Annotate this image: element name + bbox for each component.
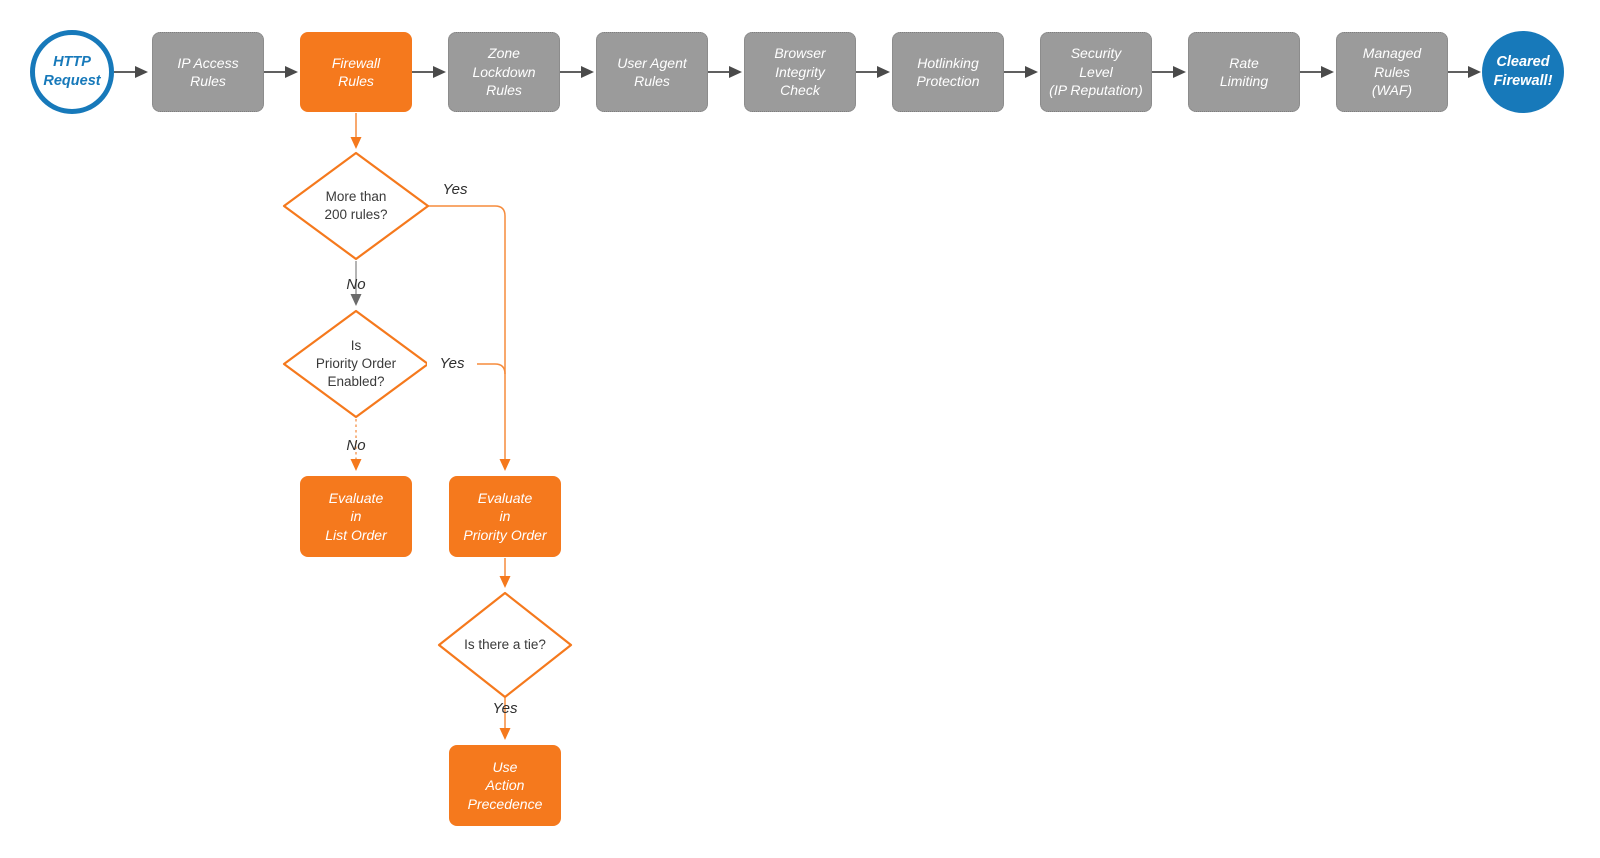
action-evaluate-in-list-order: Evaluate in List Order xyxy=(300,476,412,557)
edge-label-d1-yes: Yes xyxy=(442,180,468,198)
stage-label: Browser Integrity Check xyxy=(774,45,826,99)
action-label: Evaluate in List Order xyxy=(325,489,387,543)
stage-user-agent-rules: User Agent Rules xyxy=(596,32,708,112)
stage-firewall-rules: Firewall Rules xyxy=(300,32,412,112)
decision-more-than-200-rules: More than 200 rules? xyxy=(284,178,428,234)
node-cleared-firewall-label: Cleared Firewall! xyxy=(1493,53,1553,89)
stage-label: User Agent Rules xyxy=(617,54,687,89)
node-http-request-label: HTTP Request xyxy=(43,53,101,89)
stage-label: Managed Rules (WAF) xyxy=(1362,45,1422,99)
action-evaluate-in-priority-order: Evaluate in Priority Order xyxy=(449,476,561,557)
action-label: Evaluate in Priority Order xyxy=(463,489,547,543)
decision-label-text: More than 200 rules? xyxy=(324,188,388,222)
decision-label-text: Is Priority Order Enabled? xyxy=(315,337,397,390)
node-http-request: HTTP Request xyxy=(30,30,114,114)
stage-hotlinking-protection: Hotlinking Protection xyxy=(892,32,1004,112)
stage-zone-lockdown-rules: Zone Lockdown Rules xyxy=(448,32,560,112)
action-use-action-precedence: Use Action Precedence xyxy=(449,745,561,826)
edge-label-d2-yes: Yes xyxy=(427,353,477,373)
stage-label: Security Level (IP Reputation) xyxy=(1049,45,1143,99)
action-label: Use Action Precedence xyxy=(467,758,543,812)
stage-rate-limiting: Rate Limiting xyxy=(1188,32,1300,112)
node-cleared-firewall: Cleared Firewall! xyxy=(1482,31,1564,113)
stage-label: Firewall Rules xyxy=(331,54,381,89)
stage-browser-integrity-check: Browser Integrity Check xyxy=(744,32,856,112)
edge-label-d1-no: No xyxy=(346,275,366,293)
stage-label: Hotlinking Protection xyxy=(916,54,980,89)
decision-label-text: Is there a tie? xyxy=(464,636,546,652)
edge-label-d2-no: No xyxy=(346,436,366,454)
decision-is-there-a-tie: Is there a tie? xyxy=(439,631,571,659)
stage-label: Zone Lockdown Rules xyxy=(472,45,536,99)
stage-ip-access-rules: IP Access Rules xyxy=(152,32,264,112)
edge-label-d3-yes: Yes xyxy=(492,699,518,717)
edge-d1-yes xyxy=(428,205,511,471)
stage-managed-rules-waf: Managed Rules (WAF) xyxy=(1336,32,1448,112)
stage-label: Rate Limiting xyxy=(1219,54,1269,89)
decision-priority-order-enabled: Is Priority Order Enabled? xyxy=(284,334,428,394)
stage-label: IP Access Rules xyxy=(177,54,239,89)
stage-security-level-ip-reputation: Security Level (IP Reputation) xyxy=(1040,32,1152,112)
